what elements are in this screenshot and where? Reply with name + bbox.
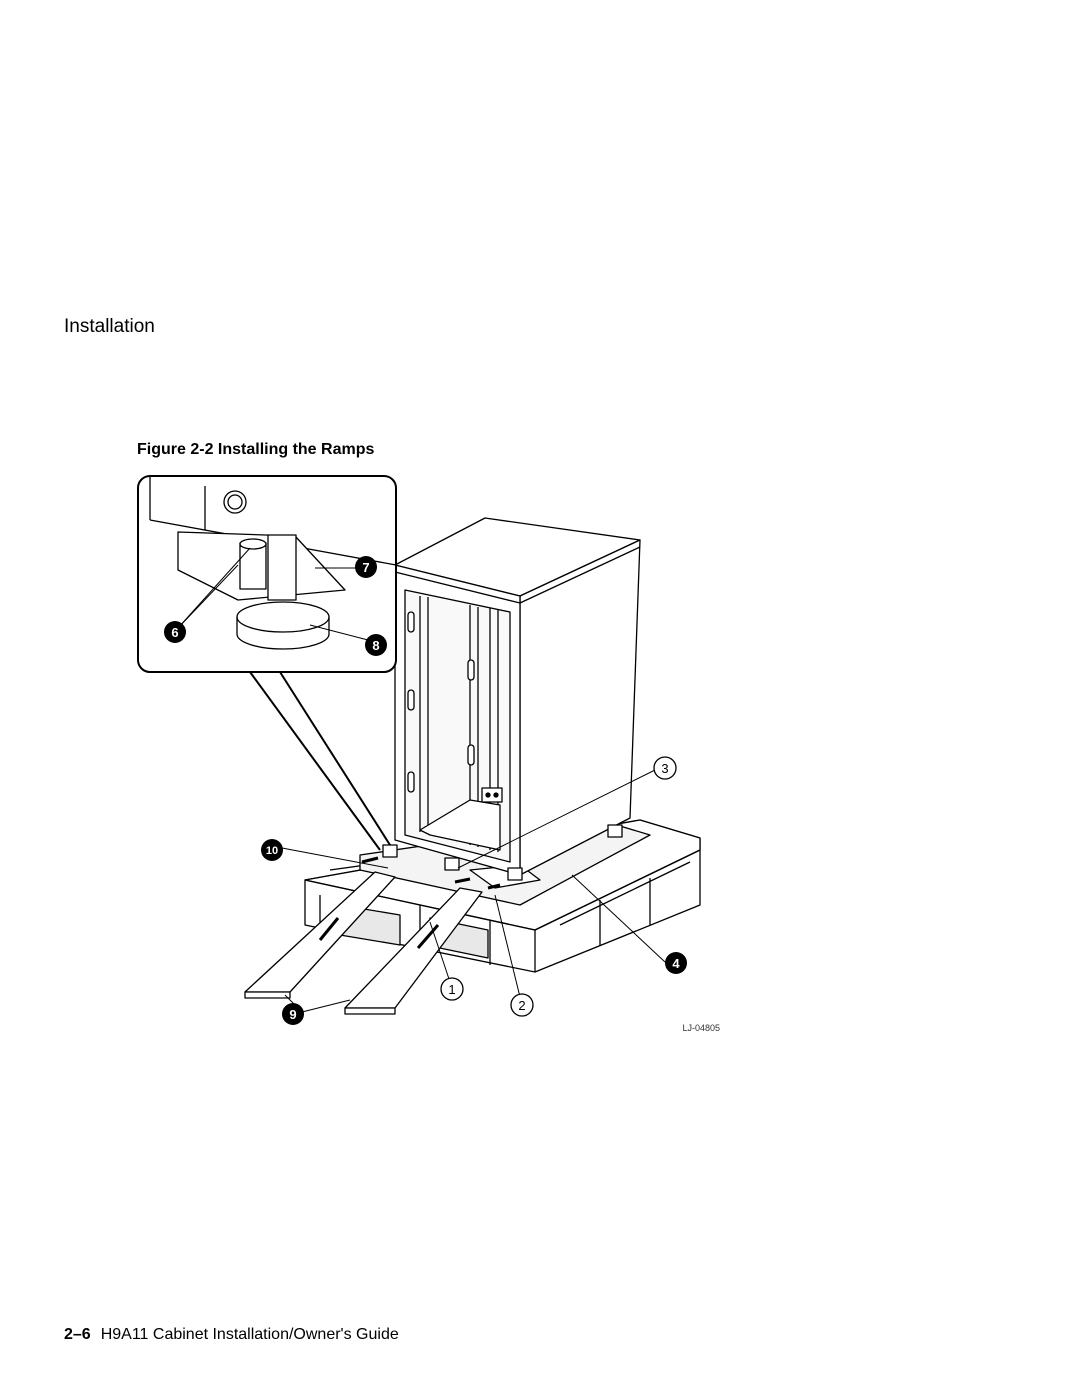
ramp-right	[344, 887, 483, 1015]
callout-3-label: 3	[661, 761, 668, 776]
callout-8: 8	[365, 634, 387, 656]
installing-ramps-illustration: 1 2 3 4 6 7 8 9 10 LJ-04805	[137, 475, 720, 1033]
callout-4-label: 4	[672, 956, 680, 971]
guide-title: H9A11 Cabinet Installation/Owner's Guide	[100, 1326, 399, 1343]
callout-2: 2	[510, 993, 534, 1017]
callout-10-label: 10	[266, 845, 278, 857]
callout-9-label: 9	[289, 1007, 296, 1022]
callout-9: 9	[282, 1003, 304, 1025]
callout-4: 4	[665, 952, 687, 974]
section-header: Installation	[64, 316, 155, 337]
figure-caption: Figure 2-2 Installing the Ramps	[137, 441, 375, 458]
ramp-left	[244, 871, 396, 999]
callout-8-label: 8	[372, 638, 379, 653]
page-number: 2–6	[64, 1326, 91, 1343]
callout-6-label: 6	[171, 625, 178, 640]
callout-1-label: 1	[448, 982, 455, 997]
callout-3: 3	[653, 756, 677, 780]
leader-lines	[177, 547, 666, 1013]
callout-6: 6	[164, 621, 186, 643]
detail-inset	[137, 475, 397, 851]
cabinet	[382, 517, 641, 881]
callout-1: 1	[440, 977, 464, 1001]
callout-2-label: 2	[518, 998, 525, 1013]
callout-7-label: 7	[362, 560, 369, 575]
callout-10: 10	[261, 839, 283, 861]
callout-7: 7	[355, 556, 377, 578]
figure-id: LJ-04805	[682, 1023, 720, 1033]
page-footer: 2–6 H9A11 Cabinet Installation/Owner's Gu…	[64, 1326, 399, 1344]
